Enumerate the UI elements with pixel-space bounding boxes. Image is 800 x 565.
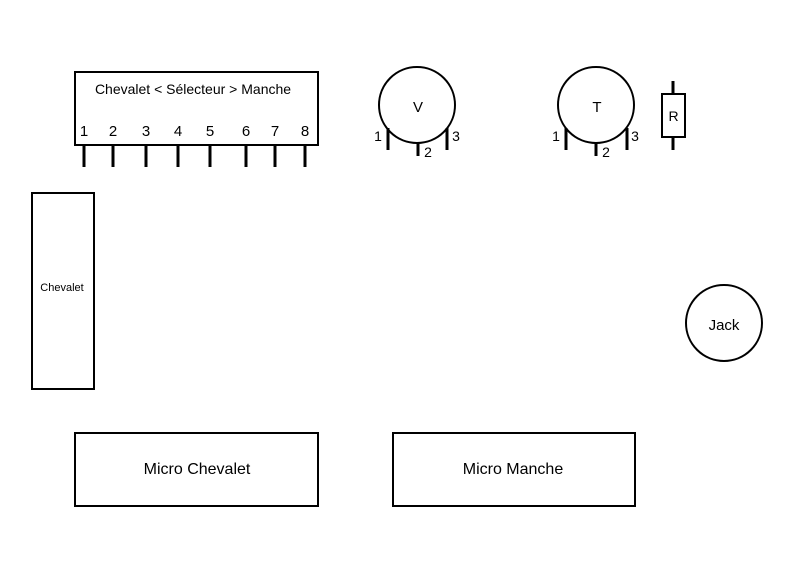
selector-pin-label: 6 bbox=[242, 123, 250, 140]
selector-pin-label: 7 bbox=[271, 123, 279, 140]
selector-switch: Chevalet < Sélecteur > Manche 1 2 3 4 5 6 7 8 bbox=[74, 71, 319, 167]
bridge-pickup-label: Micro Chevalet bbox=[144, 461, 251, 478]
tone-pot: T 1 2 3 bbox=[552, 66, 639, 160]
volume-pin-3-label: 3 bbox=[452, 128, 460, 144]
tone-pot-label: T bbox=[592, 99, 601, 116]
resistor: R bbox=[661, 81, 686, 150]
resistor-label: R bbox=[668, 108, 678, 124]
volume-pot: V 1 2 3 bbox=[374, 66, 460, 160]
bridge-pickup: Micro Chevalet bbox=[74, 432, 319, 507]
tone-pin-1-label: 1 bbox=[552, 128, 560, 144]
selector-pin-label: 8 bbox=[301, 123, 309, 140]
jack-body bbox=[685, 284, 763, 362]
neck-pickup-label: Micro Manche bbox=[463, 461, 564, 478]
selector-pin-label: 1 bbox=[80, 123, 88, 140]
bridge-block: Chevalet bbox=[31, 192, 95, 390]
selector-pin-label: 2 bbox=[109, 123, 117, 140]
volume-pot-label: V bbox=[413, 99, 423, 116]
bridge-pickup-body bbox=[74, 432, 319, 507]
neck-pickup: Micro Manche bbox=[392, 432, 636, 507]
jack: Jack bbox=[685, 284, 763, 362]
bridge-block-body bbox=[31, 192, 95, 390]
tone-pin-2-label: 2 bbox=[602, 144, 610, 160]
selector-pin-label: 4 bbox=[174, 123, 182, 140]
volume-pin-1-label: 1 bbox=[374, 128, 382, 144]
tone-pin-3-label: 3 bbox=[631, 128, 639, 144]
bridge-block-label: Chevalet bbox=[40, 282, 83, 294]
selector-pin-label: 3 bbox=[142, 123, 150, 140]
neck-pickup-body bbox=[392, 432, 636, 507]
selector-pin-label: 5 bbox=[206, 123, 214, 140]
selector-body bbox=[74, 71, 319, 146]
jack-label: Jack bbox=[709, 317, 740, 334]
volume-pin-2-label: 2 bbox=[424, 144, 432, 160]
selector-title: Chevalet < Sélecteur > Manche bbox=[95, 81, 291, 97]
